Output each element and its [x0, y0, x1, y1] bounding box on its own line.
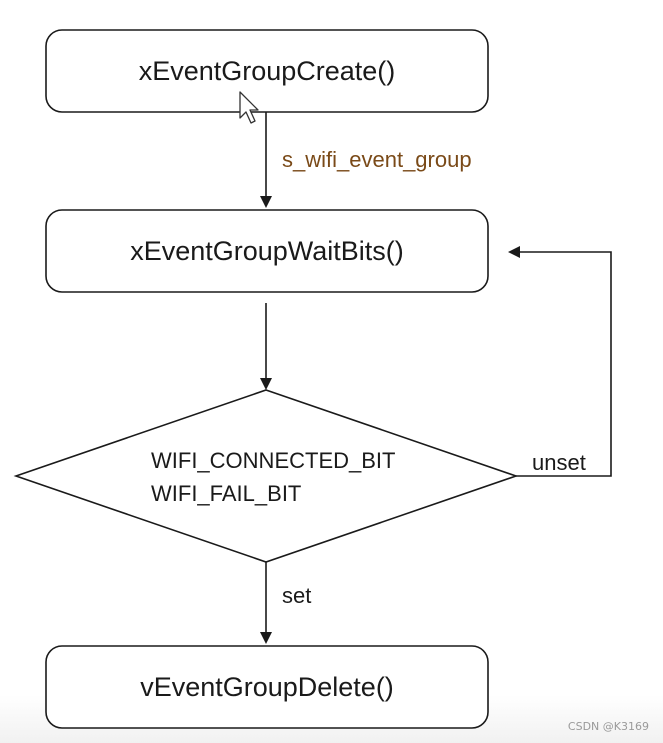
unset-label: unset [532, 450, 586, 475]
delete-label: vEventGroupDelete() [140, 671, 394, 702]
wait-label: xEventGroupWaitBits() [130, 235, 404, 266]
arrow-unset-loop [508, 246, 612, 477]
create-label: xEventGroupCreate() [138, 55, 396, 86]
set-label: set [282, 583, 312, 608]
decision-line-1: WIFI_CONNECTED_BIT [151, 448, 396, 473]
mouse-cursor-icon [239, 91, 259, 124]
watermark: CSDN @K3169 [567, 720, 649, 733]
variable-label: s_wifi_event_group [282, 147, 472, 172]
wait-box [45, 209, 489, 293]
delete-box [45, 645, 489, 729]
decision-line-2: WIFI_FAIL_BIT [151, 481, 302, 506]
create-box [45, 29, 489, 113]
